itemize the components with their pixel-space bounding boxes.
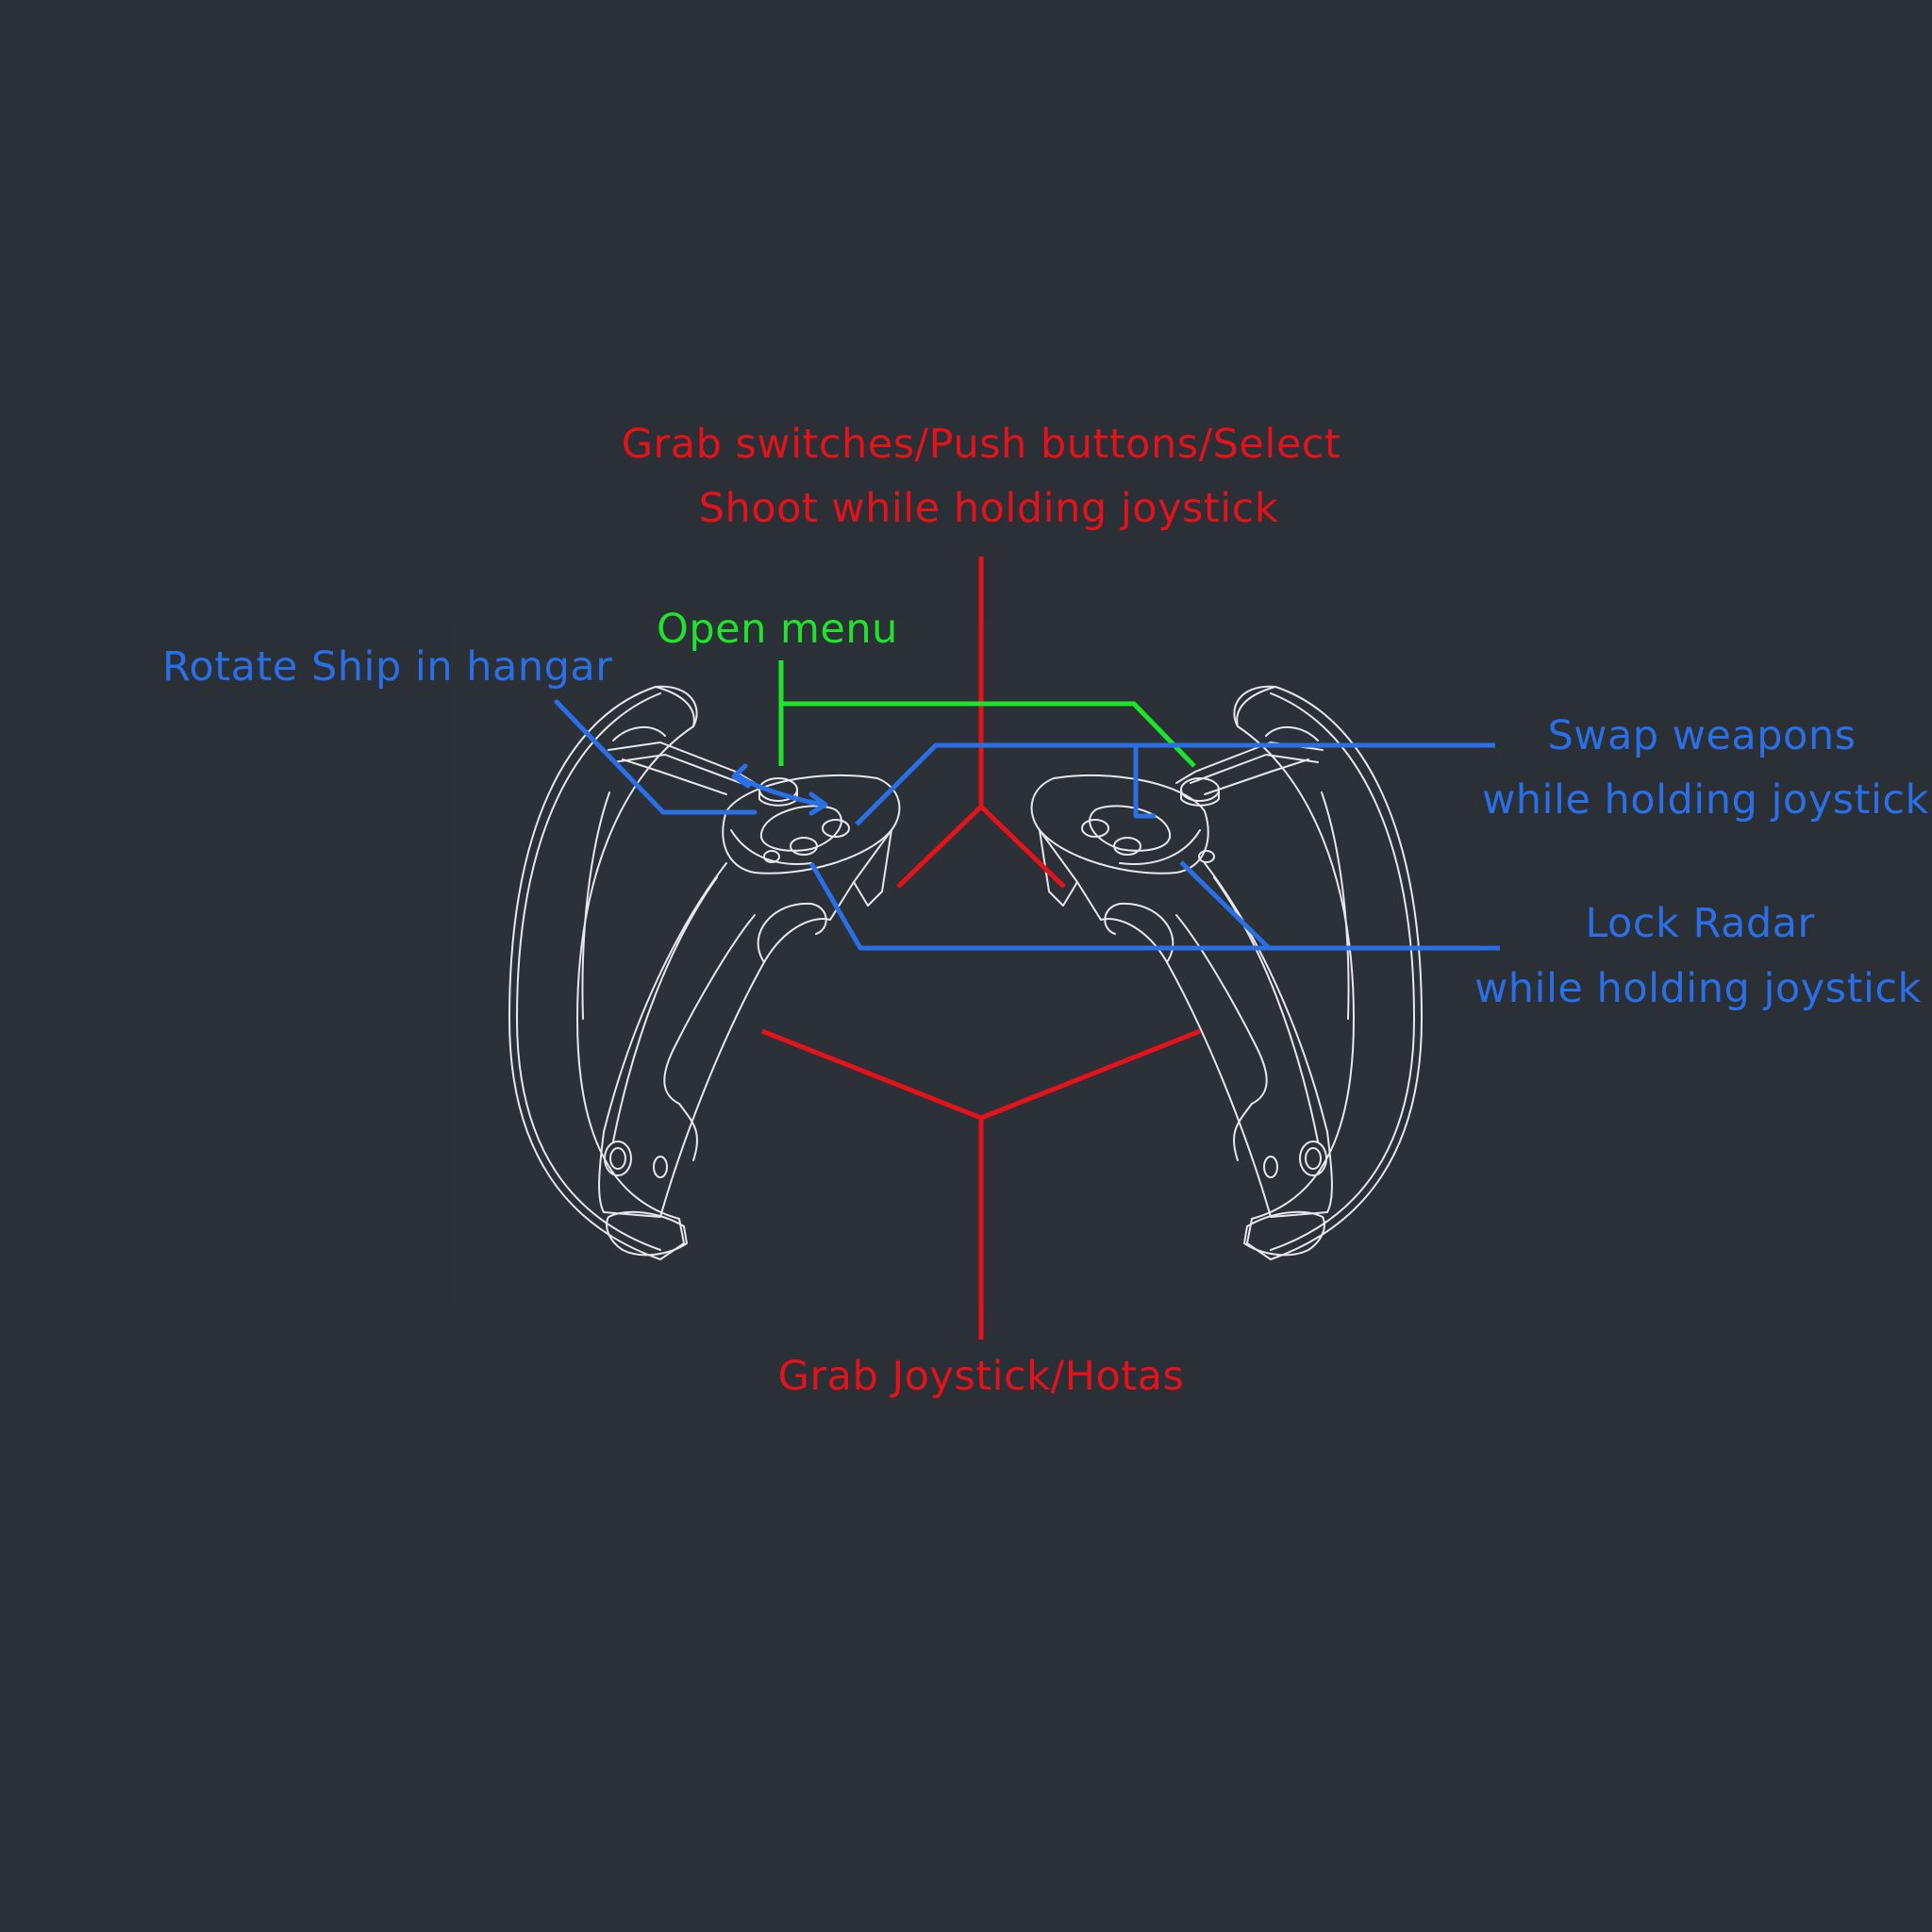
- grab-joystick-label: Grab Joystick/Hotas: [777, 1353, 1185, 1400]
- swap-weapons-label: Swap weapons: [1547, 712, 1857, 759]
- lock-radar-sublabel: while holding joystick: [1474, 965, 1922, 1012]
- lock-radar-callout: [808, 860, 1500, 951]
- rotate-ship-callout: [554, 699, 828, 816]
- grab-joystick-callout: [761, 1028, 1201, 1340]
- swap-weapons-sublabel: while holding joystick: [1482, 776, 1929, 824]
- grab-select-callout: [896, 557, 1066, 889]
- grab-switches-label: Grab switches/Push buttons/Select: [621, 421, 1341, 468]
- left-controller: [508, 685, 901, 1260]
- swap-weapons-callout: [855, 742, 1495, 826]
- open-menu-label: Open menu: [657, 606, 898, 653]
- rotate-ship-label: Rotate Ship in hangar: [162, 643, 613, 691]
- image-panel: [451, 623, 1479, 1307]
- shoot-label: Shoot while holding joystick: [698, 485, 1279, 532]
- lock-radar-label: Lock Radar: [1585, 900, 1815, 947]
